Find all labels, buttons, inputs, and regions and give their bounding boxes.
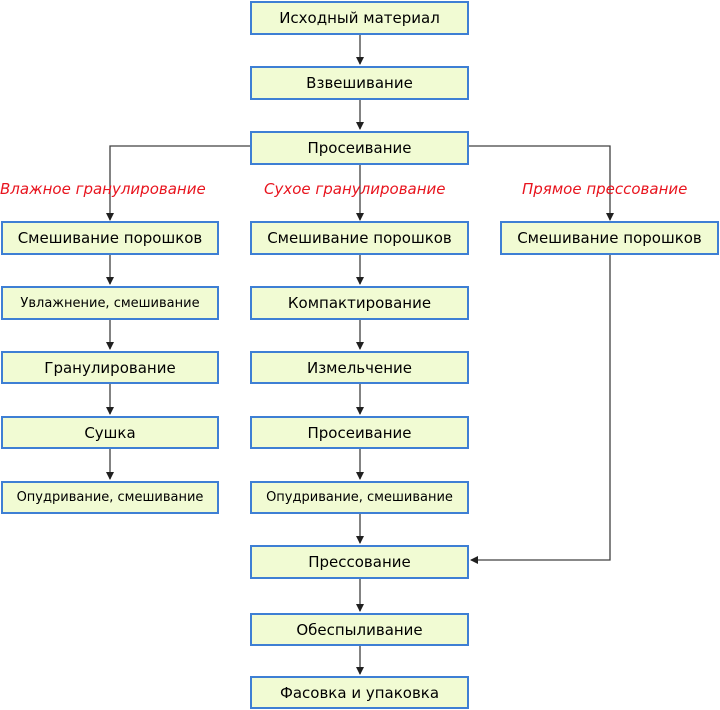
branch-label-direct: Прямое прессование <box>522 180 688 198</box>
step-dry-dusting: Опудривание, смешивание <box>250 481 469 514</box>
arrow-direct-to-pressing <box>470 254 611 564</box>
branch-label-dry: Сухое гранулирование <box>264 180 446 198</box>
step-dry-sieving: Просеивание <box>250 416 469 449</box>
step-packing: Фасовка и упаковка <box>250 676 469 709</box>
arrow-sieving-to-wet <box>106 145 250 221</box>
step-dry-compaction: Компактирование <box>250 286 469 320</box>
step-wet-mixing: Смешивание порошков <box>1 221 219 255</box>
step-direct-mixing: Смешивание порошков <box>500 221 719 255</box>
branch-label-wet: Влажное гранулирование <box>0 180 206 198</box>
step-sieving: Просеивание <box>250 131 469 165</box>
step-source: Исходный материал <box>250 1 469 35</box>
step-wet-drying: Сушка <box>1 416 219 449</box>
step-dedusting: Обеспыливание <box>250 613 469 646</box>
step-weighing: Взвешивание <box>250 66 469 100</box>
step-wet-dusting: Опудривание, смешивание <box>1 481 219 514</box>
step-wet-granulation: Гранулирование <box>1 351 219 384</box>
step-dry-milling: Измельчение <box>250 351 469 384</box>
step-pressing: Прессование <box>250 545 469 579</box>
arrow-sieving-to-direct <box>469 145 614 221</box>
step-wet-moistening: Увлажнение, смешивание <box>1 286 219 320</box>
step-dry-mixing: Смешивание порошков <box>250 221 469 255</box>
